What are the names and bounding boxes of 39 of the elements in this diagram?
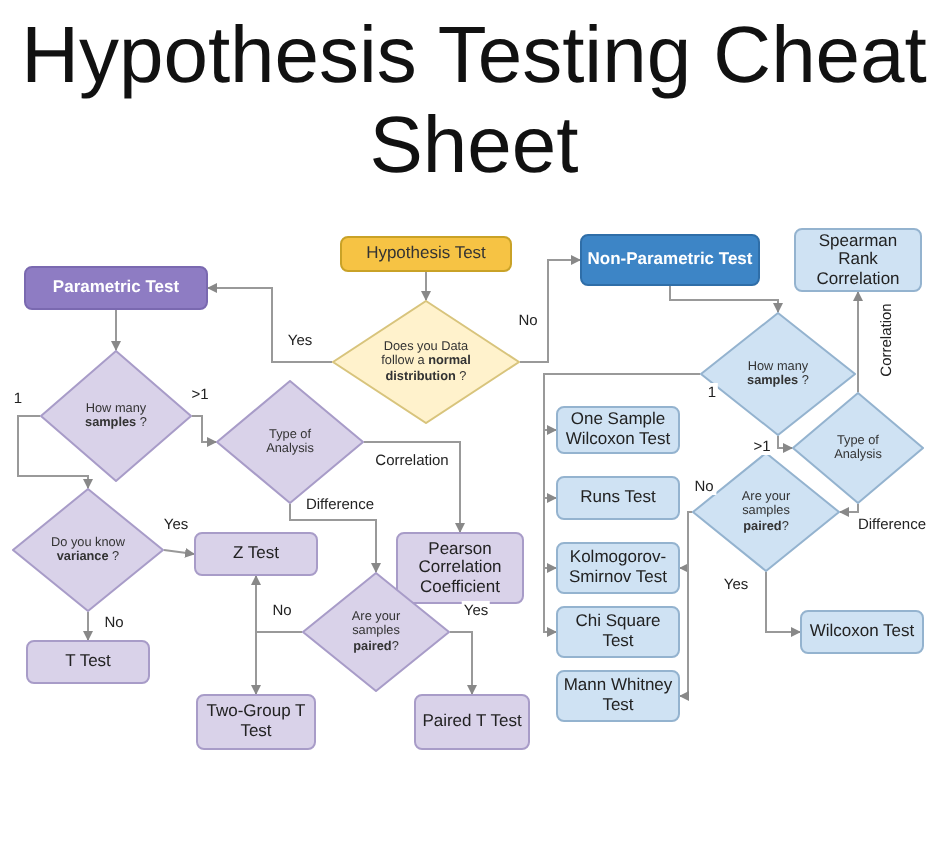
- arrow: [449, 631, 477, 695]
- arrow: [421, 271, 431, 301]
- process-box: Runs Test: [556, 476, 680, 520]
- process-box: Chi Square Test: [556, 606, 680, 658]
- process-box: Hypothesis Test: [340, 236, 512, 272]
- process-box: One Sample Wilcoxon Test: [556, 406, 680, 454]
- process-box: Paired T Test: [414, 694, 530, 750]
- arrow: [839, 503, 859, 517]
- decision-diamond: [40, 350, 192, 482]
- decision-diamond: [12, 488, 164, 612]
- arrow: [251, 631, 303, 695]
- process-box: Parametric Test: [24, 266, 208, 310]
- arrow: [669, 285, 783, 313]
- process-box: Kolmogorov-Smirnov Test: [556, 542, 680, 594]
- process-box: Spearman Rank Correlation: [794, 228, 922, 292]
- arrow: [163, 547, 195, 558]
- process-box: Mann Whitney Test: [556, 670, 680, 722]
- decision-diamond: [792, 392, 924, 504]
- process-box: T Test: [26, 640, 150, 684]
- decision-diamond: [332, 300, 520, 424]
- arrow: [363, 441, 465, 533]
- arrow: [289, 503, 381, 573]
- arrow: [17, 415, 93, 489]
- arrow: [853, 291, 863, 393]
- arrow: [679, 511, 693, 701]
- process-box: Non-Parametric Test: [580, 234, 760, 286]
- arrow: [519, 255, 581, 363]
- arrow: [111, 309, 121, 351]
- decision-diamond: [700, 312, 856, 436]
- arrow: [207, 283, 333, 363]
- title: Hypothesis Testing Cheat Sheet: [19, 12, 929, 192]
- process-box: Pearson Correlation Coefficient: [396, 532, 524, 604]
- process-box: Two-Group T Test: [196, 694, 316, 750]
- arrow: [83, 611, 93, 641]
- arrow: [191, 415, 217, 447]
- arrow: [777, 435, 793, 453]
- process-box: Wilcoxon Test: [800, 610, 924, 654]
- process-box: Z Test: [194, 532, 318, 576]
- arrow: [765, 571, 801, 637]
